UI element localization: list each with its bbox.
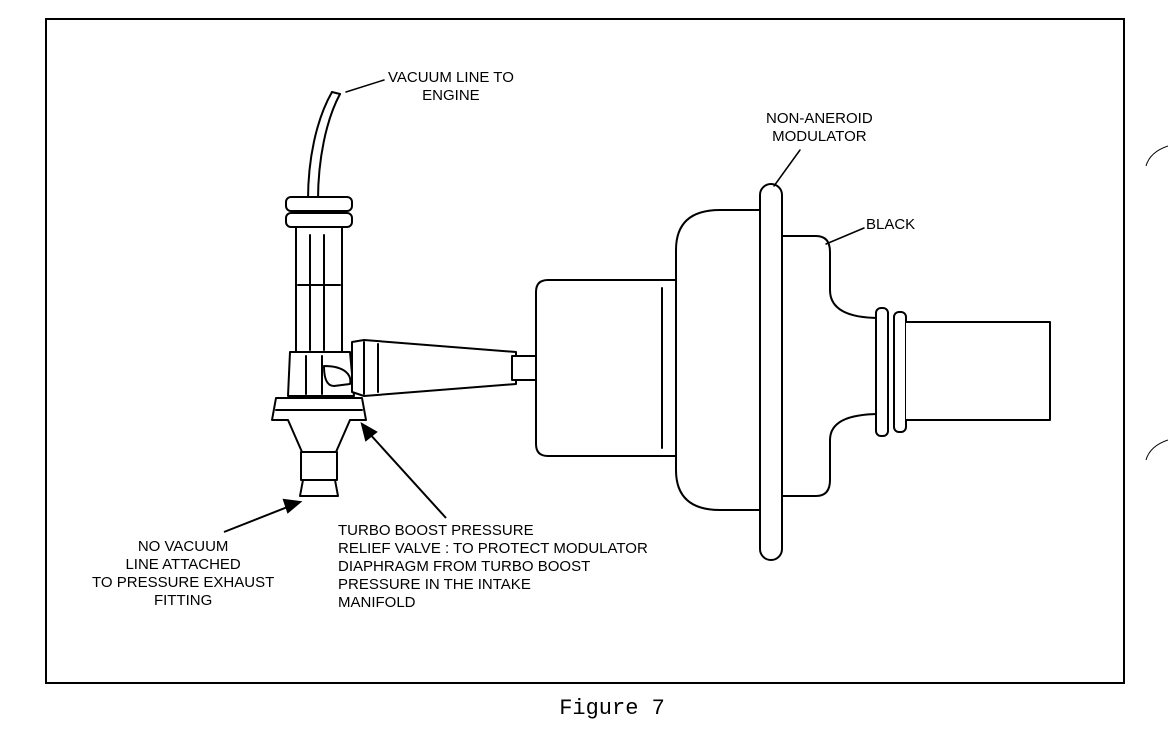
figure-frame	[45, 18, 1125, 684]
label-vacuum-line: VACUUM LINE TO ENGINE	[388, 69, 514, 104]
label-no-vacuum: NO VACUUM LINE ATTACHED TO PRESSURE EXHA…	[92, 538, 275, 609]
modulator-can	[535, 279, 691, 457]
vacuum-hose	[307, 91, 341, 201]
pressure-exhaust-fitting	[271, 397, 367, 497]
relief-valve-body	[287, 351, 355, 397]
page-edge-marks	[1145, 145, 1168, 461]
figure-caption: Figure 7	[559, 696, 665, 721]
connector-tube	[351, 339, 539, 397]
modulator-nozzle	[875, 307, 1051, 437]
relief-valve-tube	[295, 226, 343, 356]
modulator-flange	[759, 183, 783, 561]
black-housing	[779, 235, 885, 497]
hose-collar	[285, 196, 353, 228]
label-non-aneroid-modulator: NON-ANEROID MODULATOR	[766, 110, 873, 145]
modulator-body	[675, 209, 771, 511]
label-turbo-boost: TURBO BOOST PRESSURE RELIEF VALVE : TO P…	[338, 522, 648, 611]
leader-lines	[345, 79, 865, 245]
arrows	[223, 421, 447, 533]
label-black: BLACK	[866, 216, 916, 233]
